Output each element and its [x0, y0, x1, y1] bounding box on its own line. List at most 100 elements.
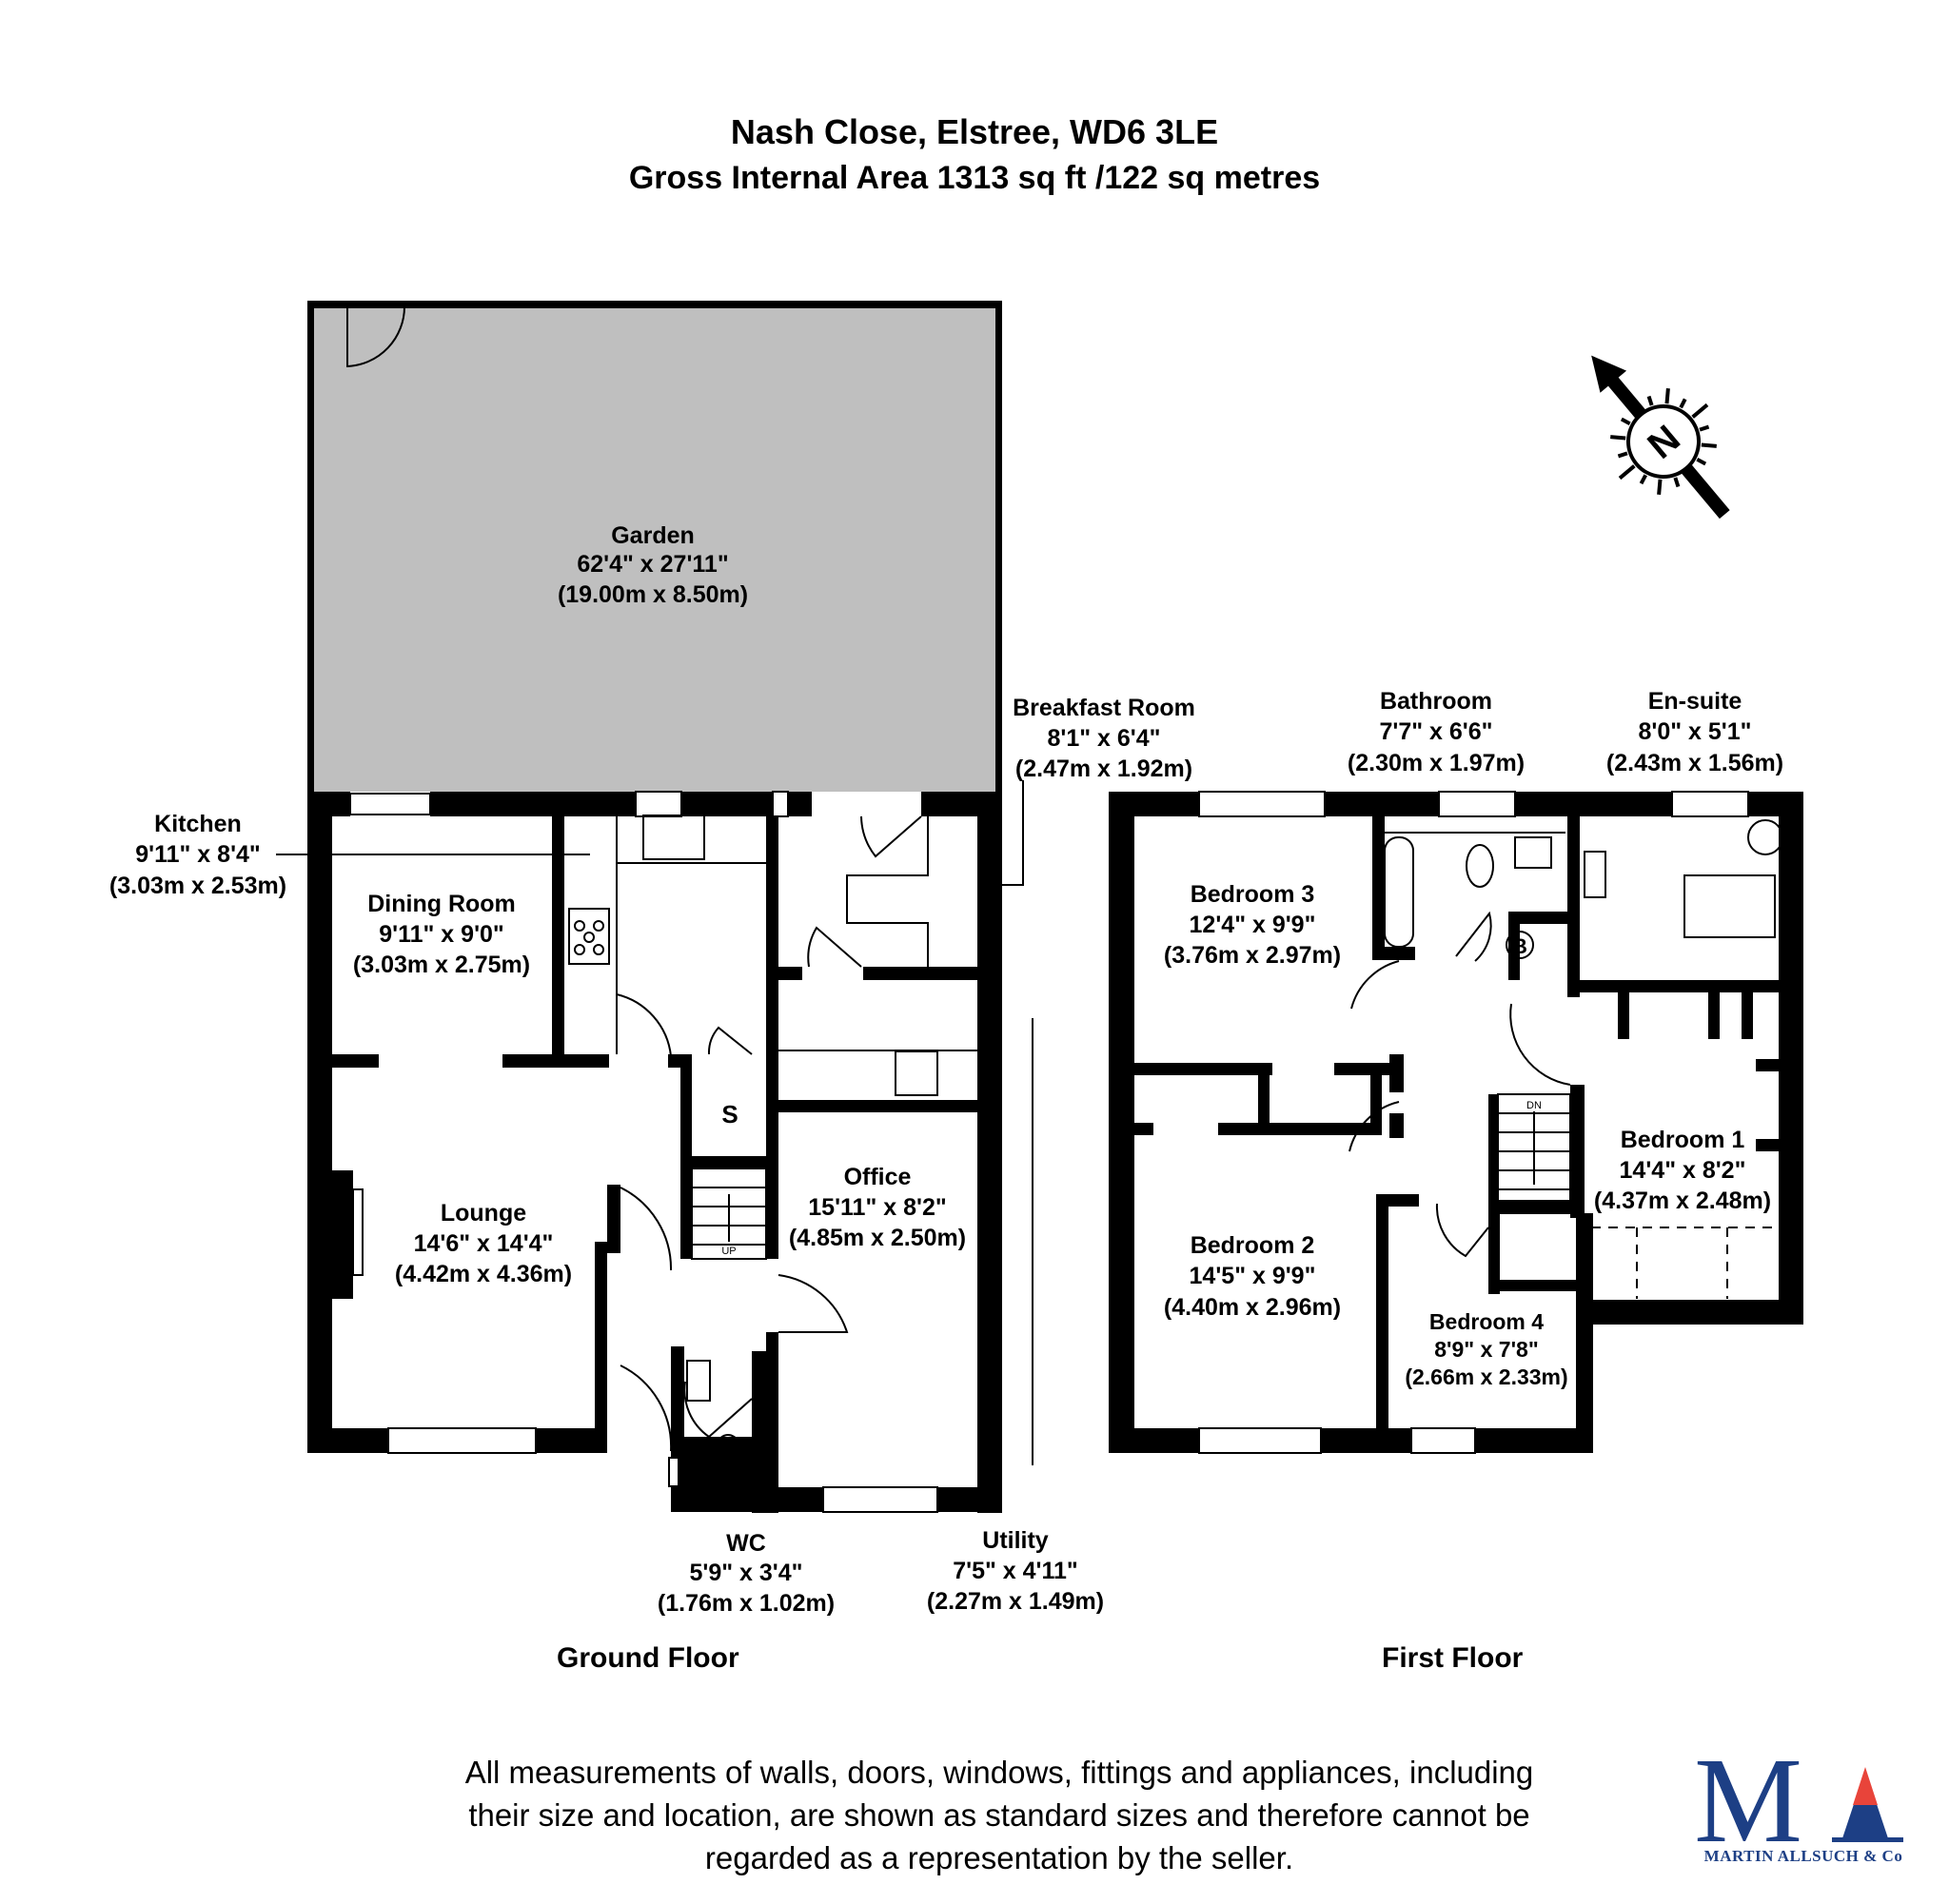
ensuite-basin-icon [1584, 851, 1606, 898]
bedroom4-door [1435, 1203, 1489, 1258]
svg-text:Office: Office [844, 1164, 912, 1190]
utility-sink-icon [895, 1050, 938, 1096]
svg-text:Dining Room: Dining Room [367, 891, 516, 917]
svg-text:8'1" x 6'4": 8'1" x 6'4" [1047, 725, 1160, 752]
store-marker: S [721, 1100, 738, 1129]
ground-floor-fittings: UP S [332, 815, 977, 1478]
svg-text:Bedroom 2: Bedroom 2 [1191, 1232, 1315, 1259]
svg-text:(2.27m x 1.49m): (2.27m x 1.49m) [927, 1588, 1104, 1615]
svg-text:UP: UP [721, 1246, 736, 1257]
kitchen-door [616, 993, 672, 1057]
svg-text:14'6" x 14'4": 14'6" x 14'4" [414, 1230, 554, 1257]
front-door [620, 1364, 673, 1452]
boiler-icon [1506, 931, 1534, 959]
garden-gate-door [346, 305, 406, 368]
room-label-bedroom-4: Bedroom 4 8'9" x 7'8" (2.66m x 2.33m) [1405, 1309, 1567, 1389]
first-floor-windows [1198, 791, 1749, 1454]
svg-text:14'4" x 8'2": 14'4" x 8'2" [1620, 1157, 1746, 1184]
store-door [707, 1026, 753, 1055]
svg-text:14'5" x 9'9": 14'5" x 9'9" [1190, 1263, 1316, 1289]
room-label-office: Office 15'11" x 8'2" (4.85m x 2.50m) [789, 1164, 966, 1251]
room-label-dining-room: Dining Room 9'11" x 9'0" (3.03m x 2.75m) [353, 891, 530, 978]
bath-icon [1384, 836, 1414, 948]
room-label-bedroom-2: Bedroom 2 14'5" x 9'9" (4.40m x 2.96m) [1164, 1232, 1341, 1321]
svg-text:B: B [1512, 934, 1527, 958]
velux-window-outline [1591, 1227, 1779, 1299]
hob-icon [568, 908, 610, 965]
first-floor-fittings: B DN [1349, 819, 1783, 1299]
back-door [860, 815, 922, 858]
wc-basin-icon [686, 1360, 711, 1402]
svg-text:Kitchen: Kitchen [154, 811, 242, 837]
svg-text:(2.66m x 2.33m): (2.66m x 2.33m) [1405, 1364, 1567, 1389]
svg-text:Bedroom 1: Bedroom 1 [1621, 1127, 1745, 1153]
svg-text:(4.85m x 2.50m): (4.85m x 2.50m) [789, 1225, 966, 1251]
svg-text:En-suite: En-suite [1648, 688, 1742, 715]
kitchen-sink-icon [642, 815, 705, 860]
svg-text:M: M [1694, 1746, 1802, 1851]
shower-icon [1683, 874, 1776, 938]
fireplace [332, 1170, 353, 1299]
svg-text:(4.40m x 2.96m): (4.40m x 2.96m) [1164, 1294, 1341, 1321]
svg-text:9'11" x 8'4": 9'11" x 8'4" [135, 841, 261, 868]
garden-area: Garden 62'4" x 27'11" (19.00m x 8.50m) [307, 301, 1002, 795]
svg-text:(3.03m x 2.75m): (3.03m x 2.75m) [353, 952, 530, 978]
svg-text:Bathroom: Bathroom [1380, 688, 1492, 715]
svg-text:Lounge: Lounge [441, 1200, 526, 1227]
svg-text:7'5" x 4'11": 7'5" x 4'11" [953, 1558, 1078, 1584]
bathroom-door [1455, 911, 1492, 962]
bedroom3-door [1350, 960, 1400, 1010]
utility-door [807, 926, 862, 968]
room-label-breakfast-room: Breakfast Room 8'1" x 6'4" (2.47m x 1.92… [1013, 695, 1195, 782]
wc-door [683, 1381, 753, 1439]
svg-text:12'4" x 9'9": 12'4" x 9'9" [1190, 912, 1316, 938]
svg-text:(1.76m x 1.02m): (1.76m x 1.02m) [658, 1590, 835, 1617]
bedroom2-door [1349, 1101, 1400, 1152]
svg-text:(2.43m x 1.56m): (2.43m x 1.56m) [1606, 750, 1783, 776]
svg-text:9'11" x 9'0": 9'11" x 9'0" [379, 921, 504, 948]
svg-text:Utility: Utility [982, 1527, 1049, 1554]
room-label-ensuite: En-suite 8'0" x 5'1" (2.43m x 1.56m) [1606, 688, 1783, 776]
room-label-bedroom-3: Bedroom 3 12'4" x 9'9" (3.76m x 2.97m) [1164, 881, 1341, 969]
ground-floor-windows [349, 791, 938, 1513]
gross-internal-area: Gross Internal Area 1313 sq ft /122 sq m… [628, 160, 1321, 196]
first-floor-walls [1109, 792, 1803, 1453]
property-address: Nash Close, Elstree, WD6 3LE [730, 112, 1219, 151]
svg-text:(4.42m x 4.36m): (4.42m x 4.36m) [395, 1261, 572, 1287]
lounge-door [620, 1187, 673, 1271]
first-floor-label: First Floor [1382, 1642, 1524, 1674]
company-name: MARTIN ALLSUCH & Co [1703, 1847, 1903, 1865]
office-door [778, 1274, 849, 1333]
room-label-bathroom: Bathroom 7'7" x 6'6" (2.30m x 1.97m) [1348, 688, 1525, 776]
company-logo: M MARTIN ALLSUCH & Co [1689, 1733, 1918, 1875]
svg-text:Bedroom 3: Bedroom 3 [1191, 881, 1315, 908]
disclaimer-text: All measurements of walls, doors, window… [464, 1755, 1534, 1875]
garden-name: Garden [611, 522, 695, 549]
svg-text:Breakfast Room: Breakfast Room [1013, 695, 1195, 721]
breakfast-leader-line [1002, 780, 1024, 886]
svg-text:WC: WC [726, 1530, 766, 1557]
garden-metric: (19.00m x 8.50m) [558, 581, 748, 608]
svg-text:(2.47m x 1.92m): (2.47m x 1.92m) [1015, 756, 1192, 782]
svg-text:(3.76m x 2.97m): (3.76m x 2.97m) [1164, 942, 1341, 969]
garden-imperial: 62'4" x 27'11" [577, 551, 728, 578]
room-label-bedroom-1: Bedroom 1 14'4" x 8'2" (4.37m x 2.48m) [1594, 1127, 1771, 1214]
first-floor-stairs: DN [1497, 1093, 1571, 1202]
svg-text:7'7" x 6'6": 7'7" x 6'6" [1379, 718, 1492, 745]
bathroom-toilet-icon [1466, 844, 1494, 888]
bedroom1-door [1509, 1003, 1571, 1086]
svg-text:(4.37m x 2.48m): (4.37m x 2.48m) [1594, 1188, 1771, 1214]
north-arrow-compass-icon: N [1591, 355, 1730, 520]
room-label-wc: WC 5'9" x 3'4" (1.76m x 1.02m) [658, 1530, 835, 1617]
svg-text:DN: DN [1526, 1100, 1542, 1111]
room-label-lounge: Lounge 14'6" x 14'4" (4.42m x 4.36m) [395, 1200, 572, 1287]
svg-text:(3.03m x 2.53m): (3.03m x 2.53m) [109, 873, 286, 899]
ensuite-toilet-icon [1747, 819, 1783, 855]
svg-text:15'11" x 8'2": 15'11" x 8'2" [808, 1194, 946, 1221]
room-label-kitchen: Kitchen 9'11" x 8'4" (3.03m x 2.53m) [109, 811, 286, 899]
ground-floor-label: Ground Floor [557, 1642, 739, 1674]
svg-text:8'9" x 7'8": 8'9" x 7'8" [1434, 1337, 1539, 1362]
ground-floor-stairs: UP [691, 1168, 767, 1260]
svg-text:5'9" x 3'4": 5'9" x 3'4" [689, 1560, 802, 1586]
bathroom-basin-icon [1514, 836, 1552, 869]
